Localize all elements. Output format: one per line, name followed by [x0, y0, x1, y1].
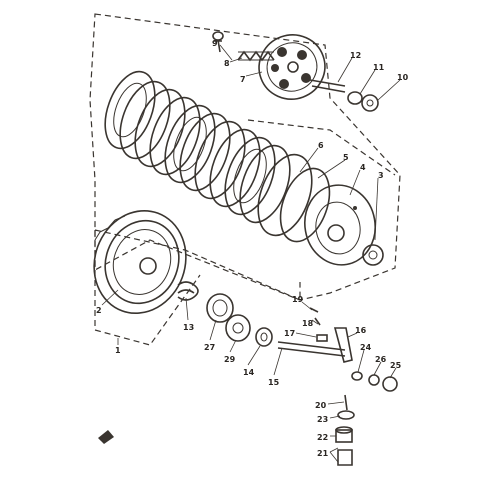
callout-14: 14	[243, 368, 255, 377]
shaft-bushing-stack	[335, 394, 355, 466]
pressure-plate	[258, 34, 326, 100]
callout-18: 18	[302, 319, 314, 328]
callouts: 9 8 7 12 11 10 6 5 4 3 2 1 13 27 29 14 1…	[96, 39, 409, 458]
ratchet-gear	[225, 314, 251, 342]
subassembly-bracket	[247, 119, 396, 176]
callout-10: 10	[397, 73, 409, 82]
assembly-boundary	[89, 13, 401, 301]
callout-16: 16	[355, 326, 367, 335]
callout-29: 29	[224, 355, 236, 364]
kick-shaft	[277, 341, 346, 357]
callout-20: 20	[315, 401, 327, 410]
shaft-washer	[255, 327, 273, 347]
callout-1: 1	[115, 346, 121, 355]
callout-6: 6	[318, 141, 324, 150]
thrust-washer	[362, 244, 384, 266]
push-rod-assembly	[309, 79, 379, 112]
clutch-screw	[212, 31, 224, 53]
callout-12: 12	[350, 51, 361, 60]
kick-lever-assembly	[309, 307, 398, 392]
kick-spring	[177, 281, 199, 301]
callout-23: 23	[317, 415, 328, 424]
callout-4: 4	[360, 163, 366, 172]
callout-17: 17	[284, 329, 295, 338]
callout-2: 2	[96, 306, 102, 315]
callout-24: 24	[360, 343, 372, 352]
callout-26: 26	[375, 355, 387, 364]
fragment-mark-icon	[98, 430, 114, 444]
callout-19: 19	[292, 295, 304, 304]
callout-9: 9	[212, 39, 218, 48]
callout-13: 13	[183, 323, 194, 332]
callout-5: 5	[343, 153, 349, 162]
clutch-plate-stack	[104, 70, 331, 243]
callout-3: 3	[378, 171, 384, 180]
callout-7: 7	[240, 75, 246, 84]
callout-22: 22	[317, 433, 328, 442]
clutch-boss	[304, 184, 376, 266]
callout-27: 27	[204, 343, 215, 352]
kick-gear	[206, 293, 234, 323]
clutch-spring	[237, 50, 275, 62]
callout-25: 25	[390, 361, 402, 370]
callout-15: 15	[268, 378, 280, 387]
callout-21: 21	[317, 449, 329, 458]
callout-8: 8	[224, 59, 230, 68]
callout-11: 11	[373, 63, 385, 72]
leader-lines	[101, 44, 401, 463]
clutch-housing	[93, 209, 187, 315]
